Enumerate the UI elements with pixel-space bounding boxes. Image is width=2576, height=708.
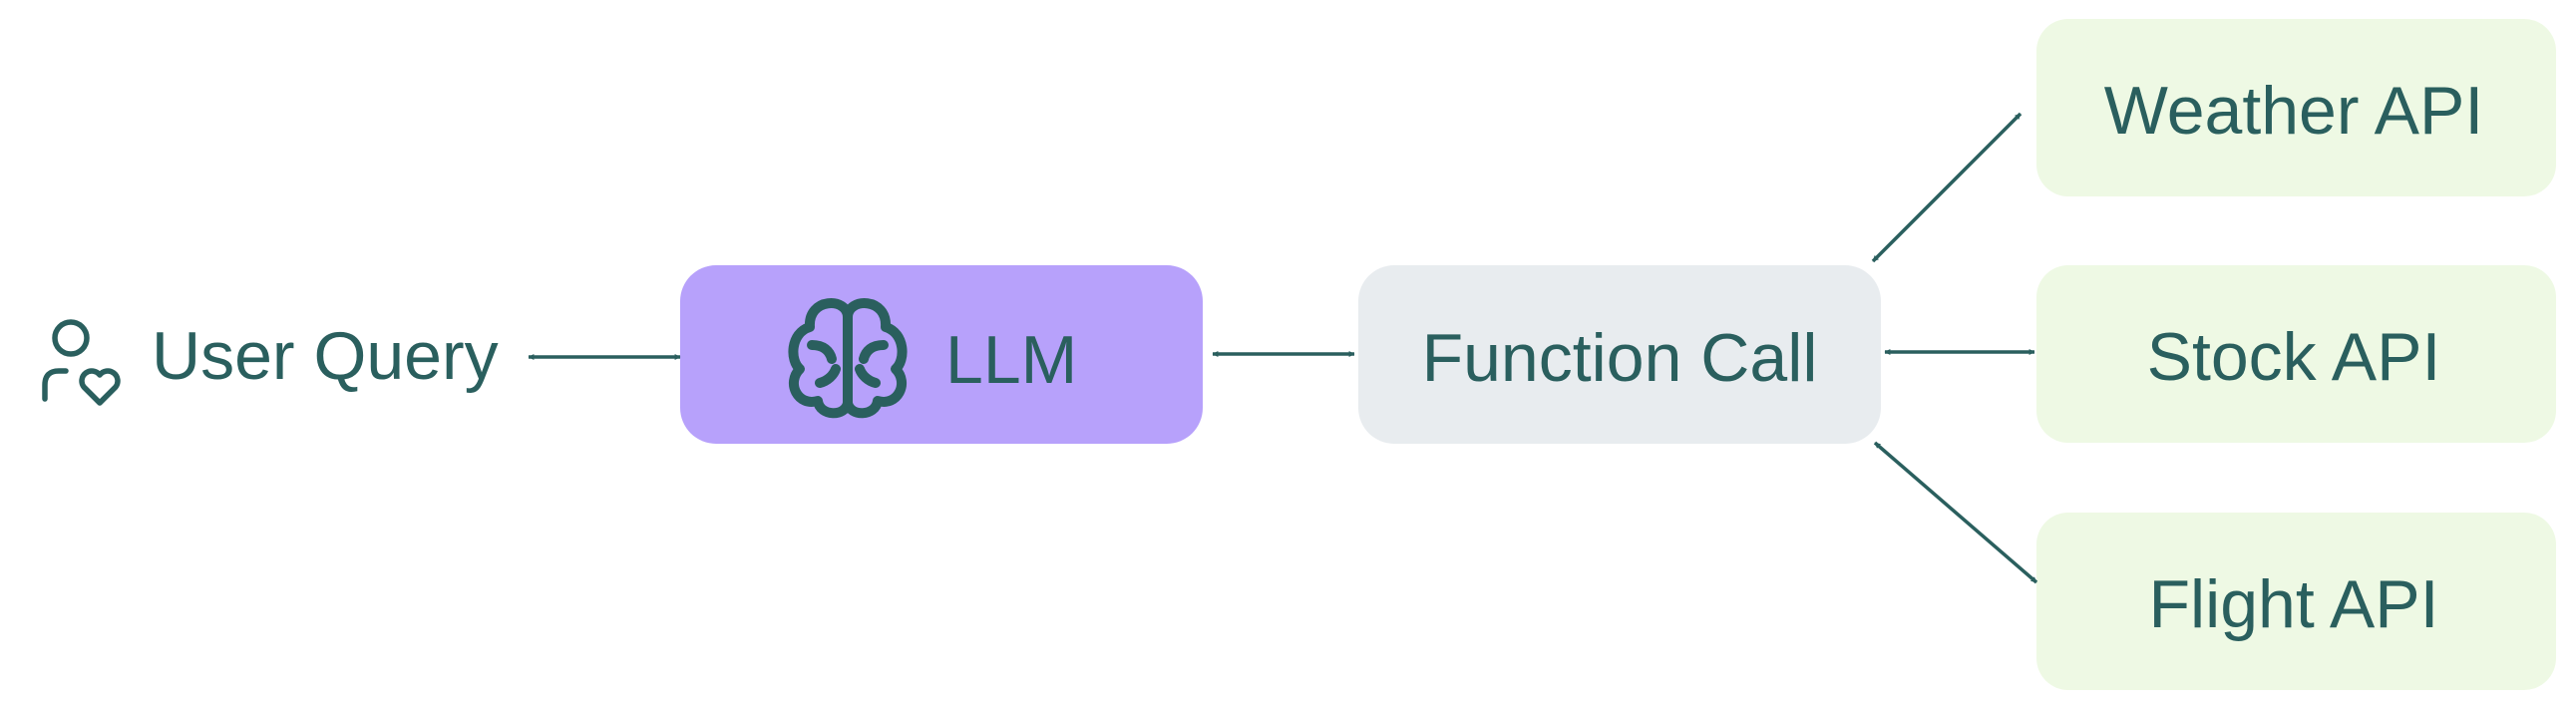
stock-api-node: Stock API [2036,265,2556,443]
user-query-label: User Query [152,318,499,394]
brain-icon [788,298,908,419]
flight-api-box [2036,513,2556,690]
weather-api-label: Weather API [2104,73,2484,149]
arrow-function-call-flight [1873,441,2038,584]
user-query-node: User Query [42,318,499,406]
flight-api-label: Flight API [2148,566,2438,642]
llm-box [680,265,1203,444]
stock-api-box [2036,265,2556,443]
flight-api-node: Flight API [2036,513,2556,690]
stock-api-label: Stock API [2147,319,2441,395]
user-heart-icon [42,319,121,406]
llm-node: LLM [680,265,1203,444]
function-call-box [1358,265,1881,444]
llm-label: LLM [945,322,1077,398]
weather-api-node: Weather API [2036,19,2556,196]
weather-api-box [2036,19,2556,196]
function-call-label: Function Call [1422,320,1818,396]
arrow-function-call-weather [1871,112,2023,263]
function-call-node: Function Call [1358,265,1881,444]
